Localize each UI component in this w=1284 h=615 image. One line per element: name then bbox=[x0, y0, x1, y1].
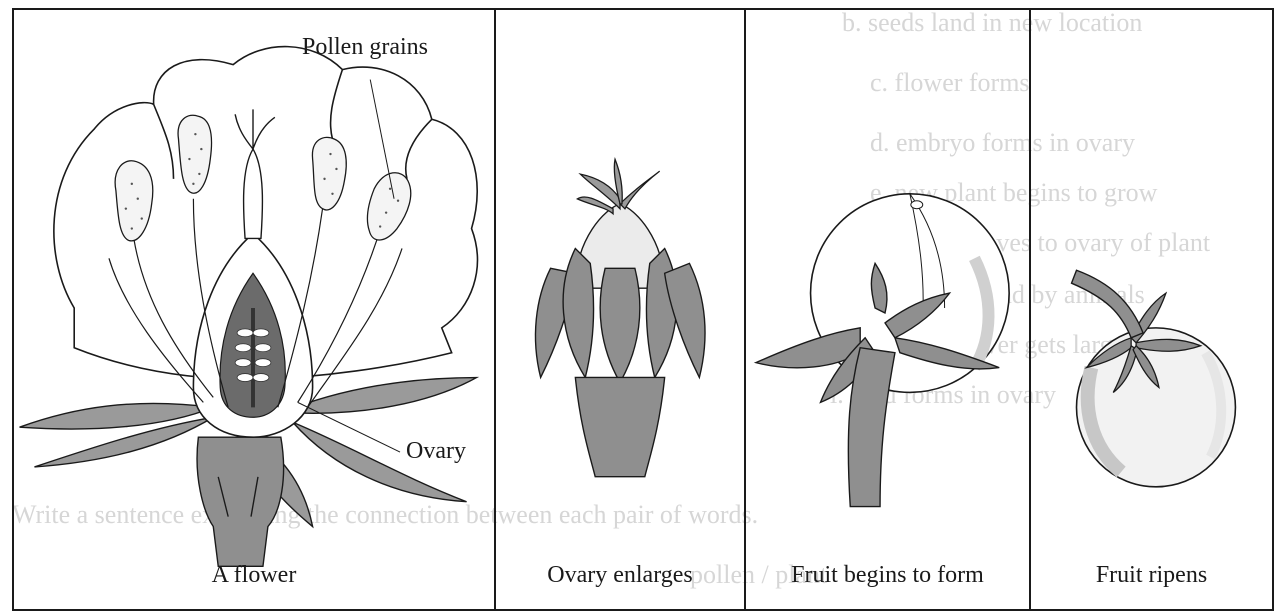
diagram-frame: Pollen grains Ovary A flower bbox=[12, 8, 1274, 611]
panel-fruit-ripens: Fruit ripens bbox=[1031, 10, 1272, 609]
young-fruit-illustration bbox=[746, 10, 1029, 609]
panel-ovary-enlarges: Ovary enlarges bbox=[496, 10, 746, 609]
caption-ovary-enlarges: Ovary enlarges bbox=[496, 562, 744, 589]
ripe-fruit-illustration bbox=[1031, 10, 1272, 609]
caption-fruit-begins-to-form: Fruit begins to form bbox=[746, 562, 1029, 589]
caption-fruit-ripens: Fruit ripens bbox=[1031, 562, 1272, 589]
panel-fruit-begins: Fruit begins to form bbox=[746, 10, 1031, 609]
label-pollen-grains: Pollen grains bbox=[302, 34, 428, 61]
flower-illustration bbox=[14, 10, 494, 609]
panel-flower: Pollen grains Ovary A flower bbox=[14, 10, 496, 609]
caption-a-flower: A flower bbox=[14, 562, 494, 589]
enlarging-ovary-illustration bbox=[496, 10, 744, 609]
label-ovary: Ovary bbox=[406, 438, 466, 465]
